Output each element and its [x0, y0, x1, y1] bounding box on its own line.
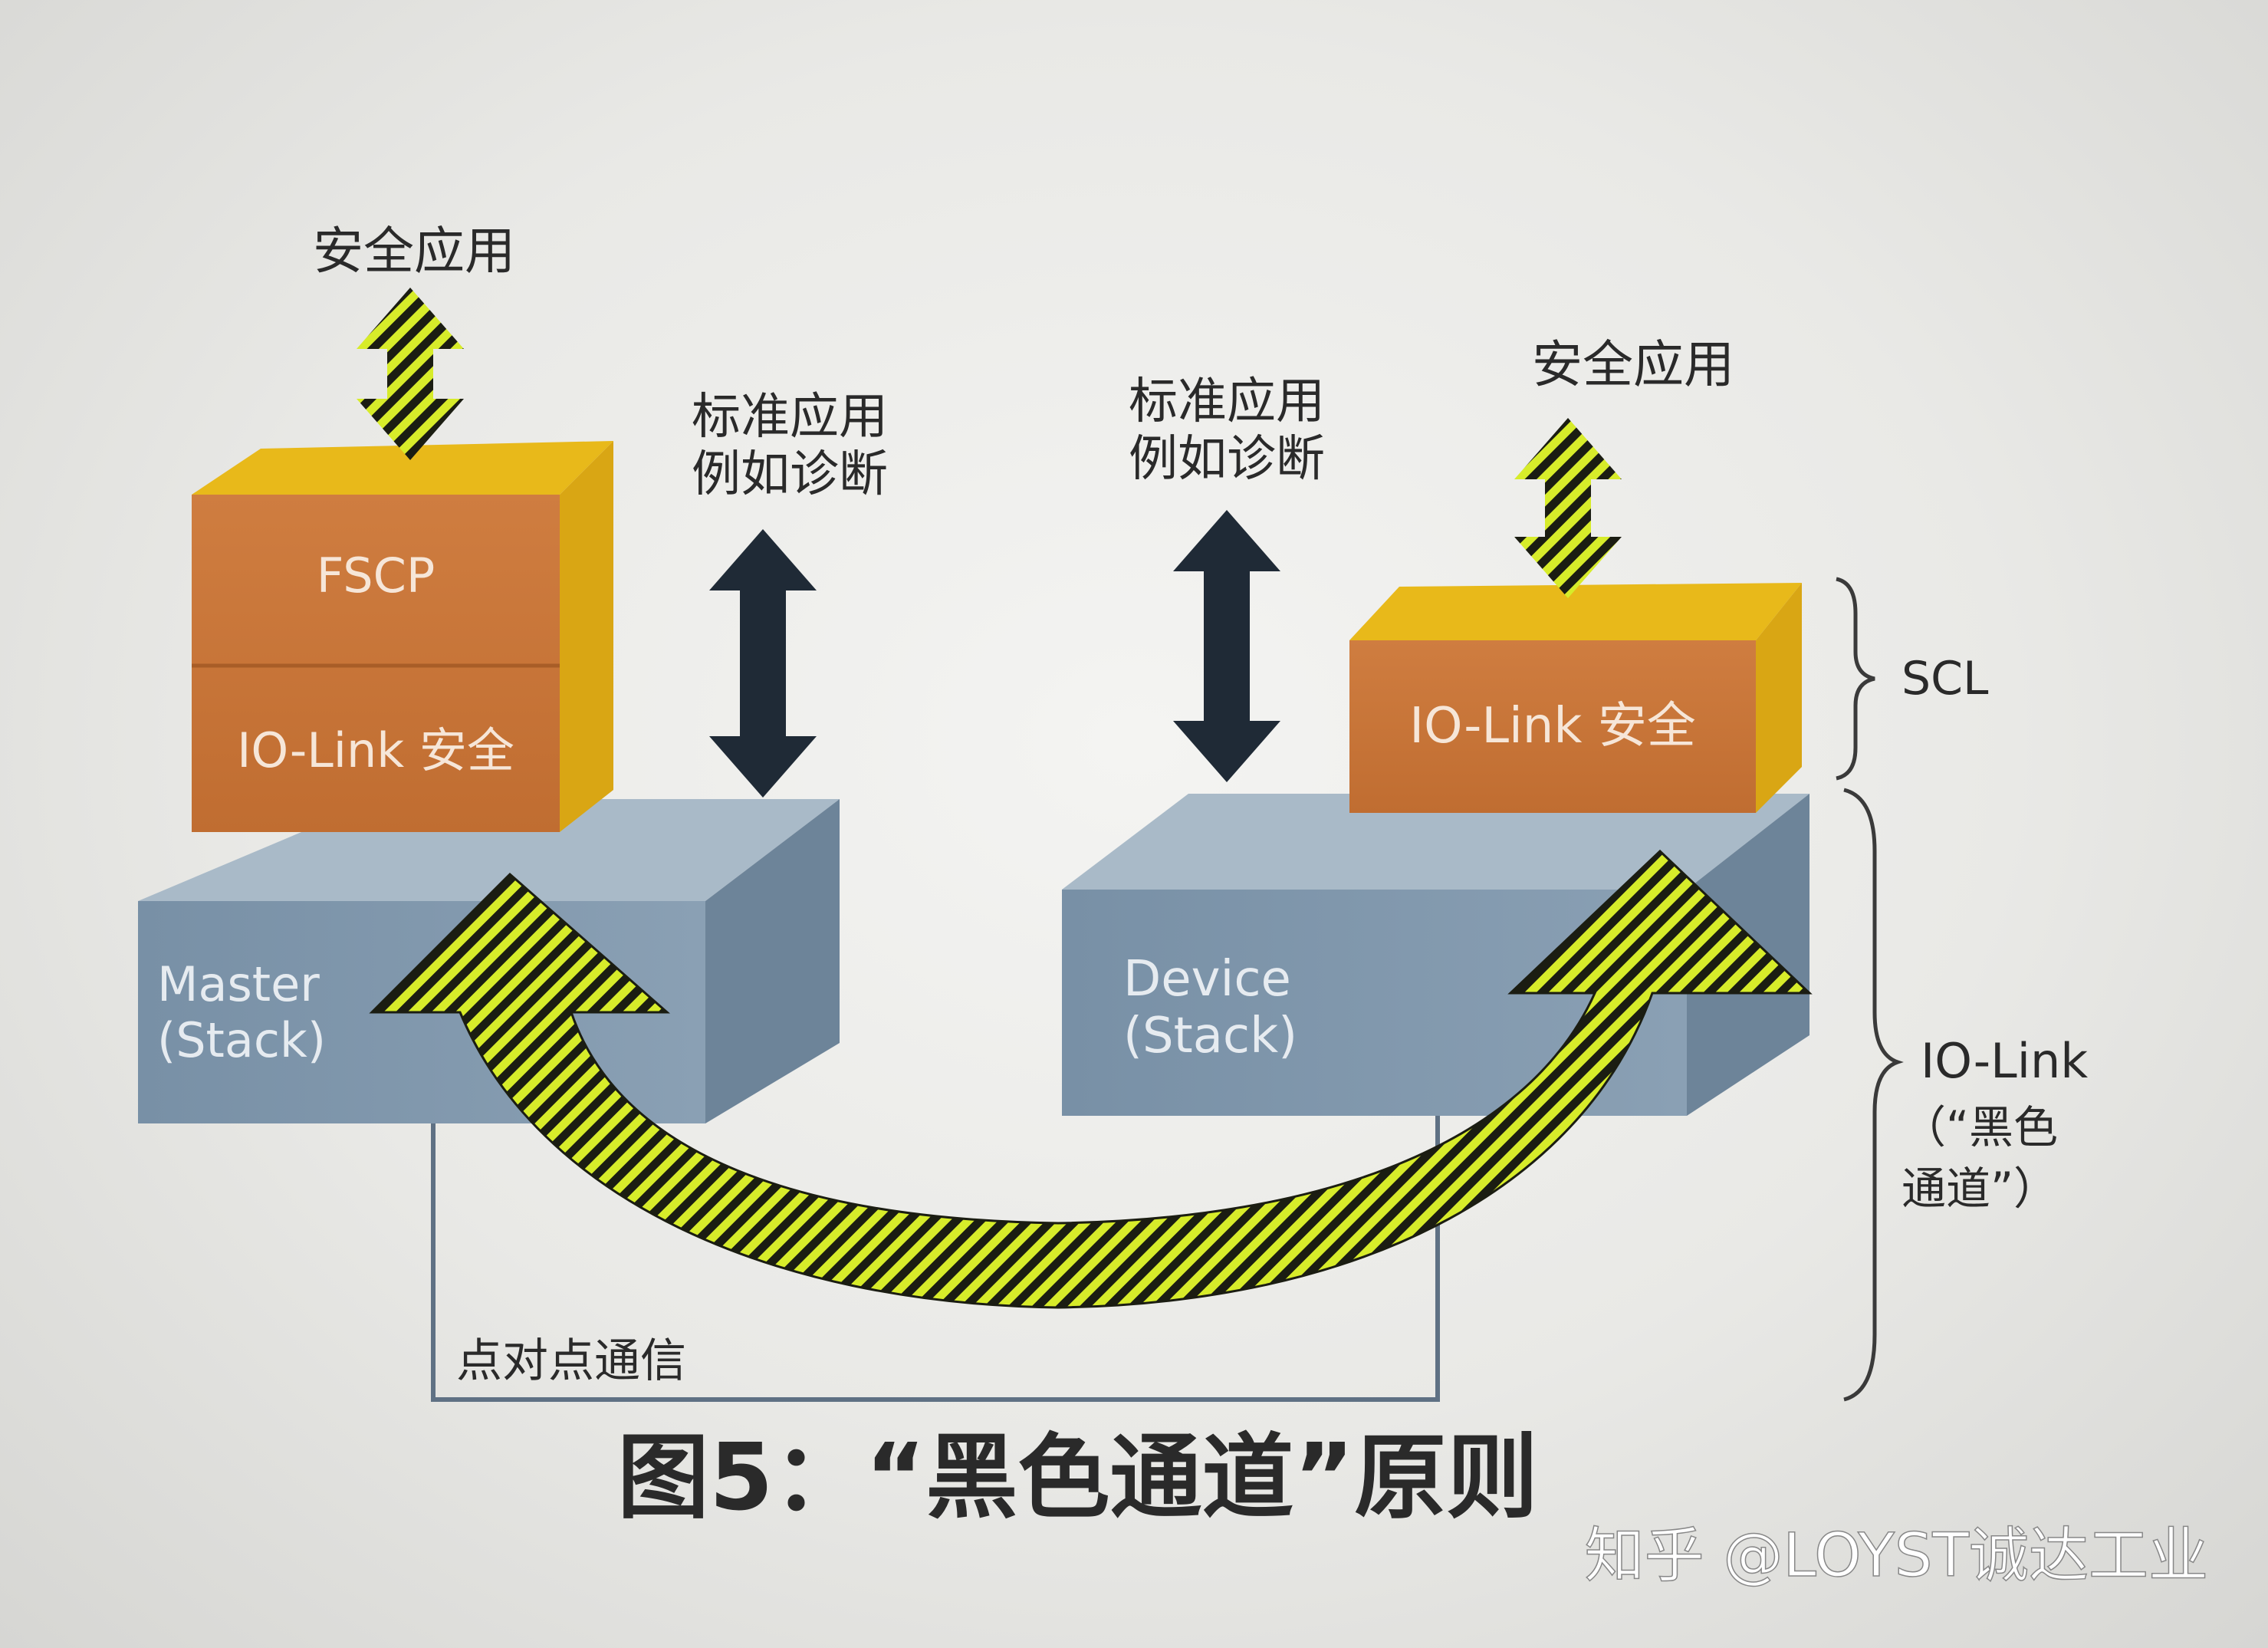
- point-to-point-label: 点对点通信: [456, 1334, 686, 1388]
- left-safety-app-label: 安全应用: [313, 222, 515, 281]
- watermark: 知乎 @LOYST诚达工业: [1585, 1521, 2208, 1590]
- device-safety-block: IO-Link 安全: [1349, 583, 1802, 813]
- figure-caption: 图5：“黑色通道”原则: [617, 1425, 1538, 1531]
- point-to-point-line: [431, 1116, 1440, 1402]
- master-stack-label-line2: (Stack): [157, 1012, 326, 1068]
- right-safety-app-label: 安全应用: [1532, 335, 1734, 394]
- device-iolink-safety-label: IO-Link 安全: [1409, 698, 1696, 755]
- left-safety-app-arrow: [357, 288, 464, 460]
- right-standard-app-line1: 标准应用: [1129, 373, 1325, 430]
- black-channel-arrow: [369, 849, 1813, 1309]
- fscp-label: FSCP: [317, 548, 436, 604]
- master-safety-block: FSCP IO-Link 安全: [192, 441, 613, 832]
- left-standard-app-line1: 标准应用: [692, 389, 888, 446]
- iolink-label: IO-Link: [1921, 1033, 2088, 1089]
- left-standard-app-arrow: [709, 529, 817, 798]
- iolink-brace: [1843, 788, 1904, 1402]
- scl-brace: [1836, 577, 1875, 781]
- left-standard-app-line2: 例如诊断: [692, 446, 888, 503]
- master-iolink-safety-label: IO-Link 安全: [237, 722, 514, 778]
- right-safety-app-arrow: [1514, 418, 1622, 598]
- black-channel-label-line1: （“黑色: [1902, 1101, 2058, 1153]
- black-channel-label-line2: 通道”）: [1902, 1163, 2058, 1215]
- device-stack-label-line1: Device: [1123, 951, 1291, 1008]
- right-standard-app-arrow: [1173, 510, 1280, 782]
- master-stack-label-line1: Master: [157, 956, 320, 1012]
- scl-label: SCL: [1902, 652, 1989, 706]
- right-standard-app-line2: 例如诊断: [1129, 431, 1325, 488]
- device-stack-label-line2: (Stack): [1123, 1008, 1297, 1064]
